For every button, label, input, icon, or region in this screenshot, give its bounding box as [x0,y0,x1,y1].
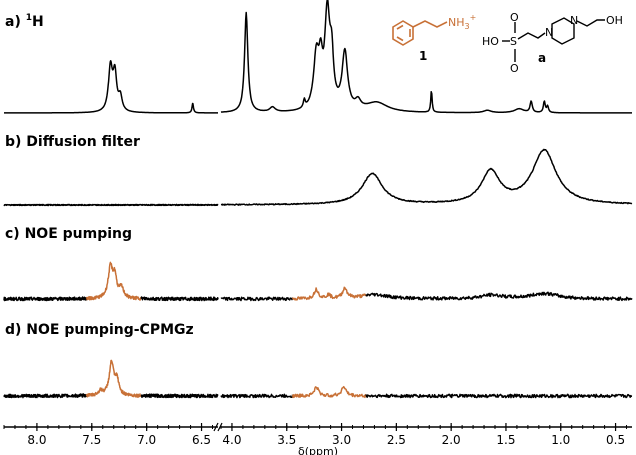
x-tick-label: 7.0 [137,433,156,447]
spectrum-d-trace [365,393,633,399]
spectrum-a [3,0,633,114]
spectrum-c-trace [365,291,633,302]
spectrum-a-trace [220,0,633,114]
spectrum-d-trace [220,393,294,399]
axis-break-mark [217,422,223,432]
nitrogen-1-label: N [545,26,553,39]
spectrum-b-trace [220,148,633,206]
spectrum-c [3,261,633,302]
spectrum-d-trace-highlight [85,359,142,398]
spectrum-b-trace [3,203,219,207]
compound-a-structure: HO S O O N N OH a [482,11,623,75]
x-tick-label: 4.0 [222,433,241,447]
x-tick-label: 3.5 [277,433,296,447]
spectrum-b [3,148,633,207]
spectrum-c-trace [220,296,294,302]
piperazine-ring [551,17,575,45]
x-tick-label: 7.5 [82,433,101,447]
x-tick-label: 3.0 [332,433,351,447]
x-axis: 8.0 7.5 7.0 6.5 4.0 3.5 3.0 2.5 2.0 1.5 1.0 0.5 [3,422,632,447]
ring-double-bond [396,24,404,30]
x-tick-label: 2.5 [387,433,406,447]
x-tick-label: 0.5 [606,433,625,447]
x-tick-label: 1.5 [496,433,515,447]
spectrum-a-trace [3,60,219,114]
x-tick-label: 1.0 [551,433,570,447]
spectrum-d-trace [140,393,219,399]
spectrum-c-trace-highlight [85,261,143,301]
hydroxyethyl-chain [576,19,605,27]
x-axis-title: δ(ppm) [298,445,338,455]
spectrum-d-trace [3,393,88,399]
compound-1-number: 1 [419,49,427,63]
spectra-group [3,0,633,399]
spectrum-c-trace [3,296,88,302]
x-tick-label: 2.0 [442,433,461,447]
oh-label: OH [606,14,623,27]
ethyl-chain [412,20,448,28]
x-tick-label: 8.0 [27,433,46,447]
compound-1-structure: NH3+ 1 [392,13,476,63]
benzene-ring [392,20,414,46]
oxygen-bottom-label: O [510,62,519,75]
spectrum-c-trace [140,296,219,302]
panel-c-label: c) NOE pumping [5,226,132,242]
ethyl-bridge [517,32,546,40]
spectrum-d [3,359,633,399]
panel-b-label: b) Diffusion filter [5,134,140,150]
spectrum-c-trace-highlight [291,286,367,301]
ammonium-group: NH3+ [448,13,476,31]
nitrogen-2-label: N [570,14,578,27]
oxygen-top-label: O [510,11,519,24]
panel-d-label: d) NOE pumping-CPMGz [5,322,194,338]
x-tick-label: 6.5 [192,433,211,447]
panel-a-label: a) 1H [5,13,44,30]
ring-double-bond [396,36,404,42]
spectrum-d-trace-highlight [291,385,367,399]
compound-a-letter: a [538,51,546,65]
sulfur-label: S [510,35,517,48]
axis-break-mark [213,422,219,432]
ho-label: HO [482,35,499,48]
